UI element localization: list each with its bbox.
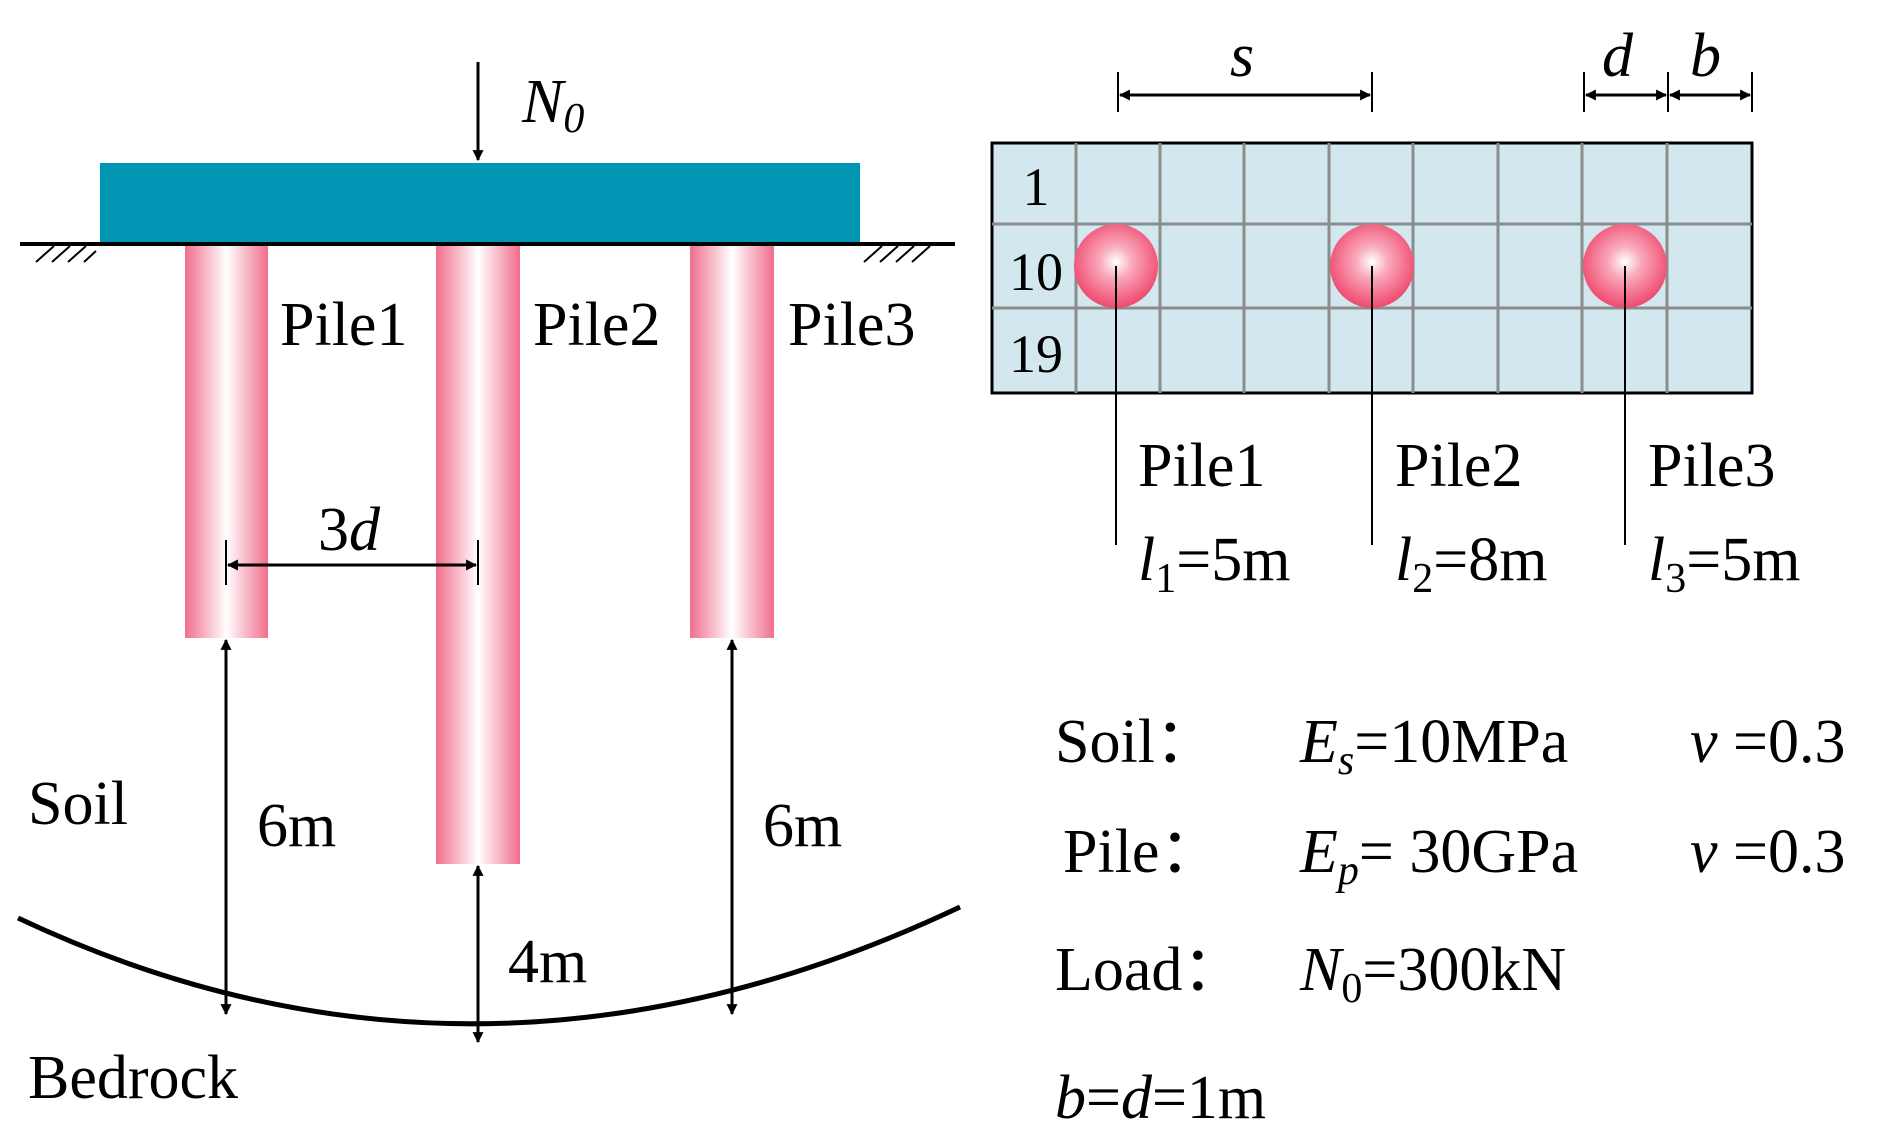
load-value: N0=300kN [1299,936,1566,1012]
row-label-10: 10 [1009,242,1063,302]
row-label-1: 1 [1023,157,1050,217]
bedrock-label: Bedrock [28,1044,238,1112]
pile-1-length: l1=5m [1138,526,1290,602]
b-d-value: b=d=1m [1055,1064,1266,1132]
pile-2-label: Pile2 [533,291,660,359]
pile-1-label: Pile1 [280,291,407,359]
dist-mid-label: 4m [508,928,587,996]
s-label: s [1230,22,1254,90]
parameters: Soil： Es=10MPa v =0.3 Pile： Ep= 30GPa v … [1055,708,1846,1132]
pile-3 [690,246,774,638]
row-label-19: 19 [1009,324,1063,384]
pile-param-label: Pile： [1063,818,1221,886]
elevation-view: N0 Pile1 Pile2 Pile3 3d [16,62,962,1112]
load-param-label: Load： [1055,936,1244,1004]
d-b-dimension [1583,72,1753,112]
soil-label: Soil [28,770,128,838]
b-label: b [1690,22,1721,90]
pile-modulus: Ep= 30GPa [1299,818,1578,894]
ground-hatch-left [35,245,97,263]
pile-poisson: v =0.3 [1690,818,1846,886]
s-dimension [1117,72,1373,112]
load-label: N0 [521,68,584,142]
soil-poisson: v =0.3 [1690,708,1846,776]
plan-pile-2-label: Pile2 [1395,432,1522,500]
soil-param-label: Soil： [1055,708,1217,776]
ground-hatch-right [863,245,931,263]
soil-modulus: Es=10MPa [1299,708,1568,784]
bedrock-boundary [16,904,962,1027]
d-label: d [1602,22,1634,90]
dist-left-label: 6m [257,792,336,860]
pile-2-length: l2=8m [1395,526,1547,602]
plan-pile-1-label: Pile1 [1138,432,1265,500]
plan-pile-3-label: Pile3 [1648,432,1775,500]
pile-3-length: l3=5m [1648,526,1800,602]
dist-right-label: 6m [763,792,842,860]
plan-view: s d b 1 10 19 [990,22,1800,602]
pile-cap [100,163,860,243]
pile-3-label: Pile3 [788,291,915,359]
spacing-label: 3d [318,496,381,564]
